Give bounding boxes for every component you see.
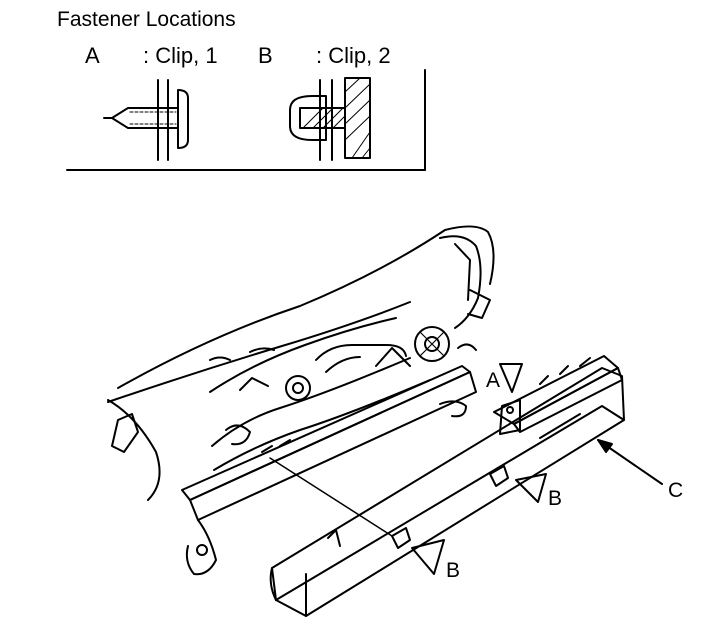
clip-2-icon xyxy=(289,77,371,161)
seat-frame xyxy=(107,225,495,403)
hidden-clip-leader xyxy=(269,457,393,537)
seat-track xyxy=(181,343,477,576)
outer-cover-c xyxy=(269,367,625,617)
callout-b1-label: B xyxy=(548,487,563,510)
callout-c-leader xyxy=(597,439,663,485)
legend-letter-b: B xyxy=(258,43,273,68)
seat-cushion-outline xyxy=(107,399,161,501)
legend-desc-a: : Clip, 1 xyxy=(143,43,218,68)
callout-b1-arrow xyxy=(515,473,547,503)
seat-cushion-edge xyxy=(111,413,139,453)
legend-letter-a: A xyxy=(85,43,100,68)
legend-box xyxy=(66,69,426,171)
clip-1-icon xyxy=(103,79,189,161)
legend-title: Fastener Locations xyxy=(57,8,236,31)
callout-c-label: C xyxy=(668,479,684,502)
callout-a-arrow xyxy=(499,363,523,393)
legend-desc-b: : Clip, 2 xyxy=(316,43,391,68)
callout-a-label: A xyxy=(486,369,501,392)
callout-b2-label: B xyxy=(446,559,461,582)
callout-b2-arrow xyxy=(411,539,445,575)
